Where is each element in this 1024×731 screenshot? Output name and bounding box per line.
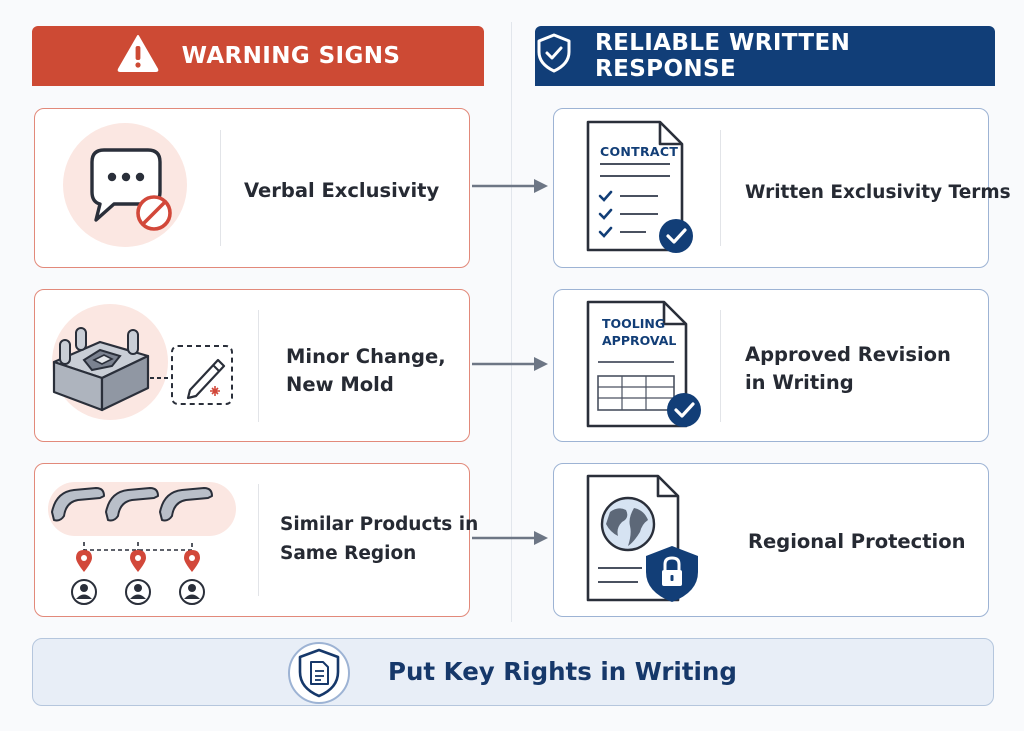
arrow-right-icon <box>472 531 548 545</box>
card-separator <box>720 130 721 246</box>
contract-doc-title: CONTRACT <box>600 144 679 159</box>
tooling-doc-title-line2: APPROVAL <box>602 333 677 348</box>
tooling-doc-title-line1: TOOLING <box>602 316 666 331</box>
arrow-right-icon <box>472 179 548 193</box>
warning-signs-header: WARNING SIGNS <box>32 26 484 86</box>
card-separator <box>258 484 259 596</box>
card-separator <box>258 310 259 422</box>
response-label-line1: Approved Revision <box>745 343 951 366</box>
response-label: Written Exclusivity Terms <box>745 182 1011 203</box>
handles-location-users-icon <box>44 476 240 614</box>
warning-signs-title: WARNING SIGNS <box>181 43 401 69</box>
warning-label-line2: Same Region <box>280 543 417 564</box>
shield-document-icon <box>286 640 352 710</box>
shield-check-icon <box>535 32 573 80</box>
footer-banner <box>32 638 994 706</box>
warning-label: Verbal Exclusivity <box>244 179 440 202</box>
tooling-doc-title: TOOLING APPROVAL <box>602 315 677 349</box>
warning-label-line2: New Mold <box>286 373 394 396</box>
response-label: Regional Protection <box>748 530 966 553</box>
globe-document-lock-icon <box>582 472 706 612</box>
column-divider <box>511 22 512 622</box>
warning-label-line1: Minor Change, <box>286 345 446 368</box>
reliable-response-header: RELIABLE WRITTEN RESPONSE <box>535 26 995 86</box>
tooling-approval-check-icon <box>582 298 706 438</box>
footer-text: Put Key Rights in Writing <box>388 657 737 686</box>
reliable-response-title: RELIABLE WRITTEN RESPONSE <box>595 30 851 82</box>
contract-check-icon <box>582 118 700 262</box>
card-separator <box>220 130 221 246</box>
warning-label-line1: Similar Products in <box>280 514 479 535</box>
arrow-right-icon <box>472 357 548 371</box>
speech-bubble-prohibited-icon <box>60 120 190 254</box>
card-separator <box>720 310 721 422</box>
warning-triangle-icon <box>116 33 160 79</box>
response-label-line2: in Writing <box>745 371 854 394</box>
mold-edit-icon <box>42 300 242 428</box>
